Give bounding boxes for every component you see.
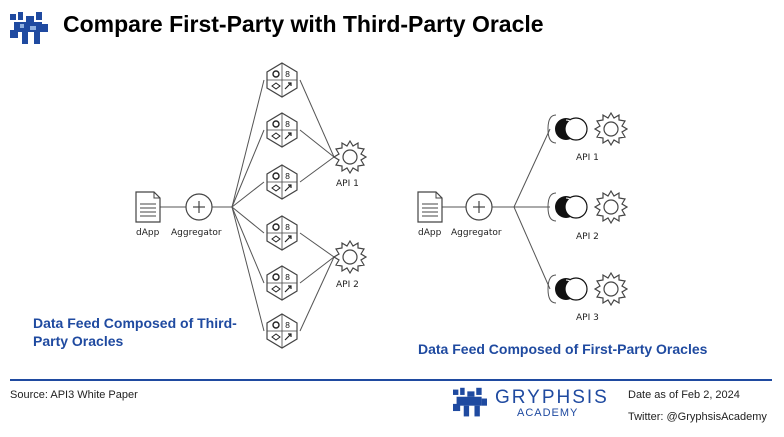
- first-party-oracle-icon: [554, 195, 588, 219]
- oracle-node-icon: [266, 215, 298, 251]
- api-gear-icon: [594, 272, 628, 306]
- api-gear-icon: [594, 112, 628, 146]
- source-note: Source: API3 White Paper: [10, 389, 138, 401]
- first-party-caption: Data Feed Composed of First-Party Oracle…: [418, 341, 708, 357]
- left-api-2-label: API 2: [336, 280, 359, 290]
- third-party-caption: Data Feed Composed of Third-Party Oracle…: [33, 315, 237, 349]
- oracle-node-icon: [266, 265, 298, 301]
- footer-divider: [10, 379, 772, 381]
- right-api-3-label: API 3: [576, 313, 599, 323]
- left-aggregator-label: Aggregator: [171, 228, 222, 238]
- api-gear-icon: [333, 240, 367, 274]
- left-dapp-label: dApp: [136, 228, 160, 238]
- first-party-oracle-icon: [554, 117, 588, 141]
- right-api-1-label: API 1: [576, 153, 599, 163]
- right-dapp-icon: [417, 191, 443, 223]
- api-gear-icon: [594, 190, 628, 224]
- twitter-handle[interactable]: Twitter: @GryphsisAcademy: [628, 411, 767, 423]
- right-aggregator-icon: [465, 193, 493, 221]
- gryphsis-logo-icon: [453, 387, 487, 417]
- page-title: Compare First-Party with Third-Party Ora…: [63, 11, 544, 37]
- oracle-node-icon: [266, 313, 298, 349]
- right-connectors: [442, 114, 557, 304]
- right-aggregator-label: Aggregator: [451, 228, 502, 238]
- left-dapp-icon: [135, 191, 161, 223]
- brand-name: GRYPHSIS: [495, 387, 609, 408]
- griffin-logo: [10, 12, 48, 44]
- api-gear-icon: [333, 140, 367, 174]
- right-dapp-label: dApp: [418, 228, 442, 238]
- oracle-node-icon: [266, 164, 298, 200]
- oracle-node-icon: [266, 112, 298, 148]
- left-connectors: [160, 79, 335, 332]
- first-party-oracle-icon: [554, 277, 588, 301]
- right-api-2-label: API 2: [576, 232, 599, 242]
- oracle-node-icon: [266, 62, 298, 98]
- left-api-1-label: API 1: [336, 179, 359, 189]
- brand-subtitle: ACADEMY: [517, 407, 579, 419]
- left-aggregator-icon: [185, 193, 213, 221]
- date-note: Date as of Feb 2, 2024: [628, 389, 740, 401]
